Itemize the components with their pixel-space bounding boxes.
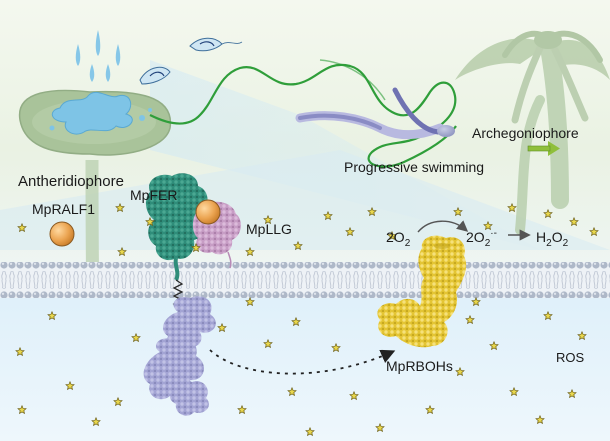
star-icon: [17, 404, 27, 415]
water-drops: [75, 30, 121, 82]
signaling-arrow: [209, 349, 396, 375]
label-mpfer: MpFER: [130, 187, 177, 203]
star-icon: [237, 404, 247, 415]
star-icon: [117, 246, 127, 257]
mprboh-enzyme: [377, 235, 467, 348]
star-icon: [465, 314, 475, 325]
reaction-arrow-superoxide: [417, 220, 469, 233]
star-icon: [113, 396, 123, 407]
star-icon: [567, 388, 577, 399]
plasma-membrane: [0, 262, 610, 298]
star-icon: [17, 222, 27, 233]
star-icon: [375, 422, 385, 433]
star-icon: [91, 416, 101, 427]
mpralf1-free-icon: [49, 221, 75, 247]
star-icon: [331, 342, 341, 353]
star-icon: [387, 230, 397, 241]
star-icon: [293, 240, 303, 251]
star-icon: [291, 316, 301, 327]
star-icon: [577, 330, 587, 341]
star-icon: [245, 246, 255, 257]
star-icon: [345, 226, 355, 237]
star-icon: [453, 206, 463, 217]
star-icon: [543, 310, 553, 321]
star-icon: [349, 390, 359, 401]
star-icon: [323, 210, 333, 221]
star-icon: [65, 380, 75, 391]
star-icon: [471, 296, 481, 307]
star-icon: [131, 332, 141, 343]
star-icon: [15, 346, 25, 357]
star-icon: [305, 426, 315, 437]
star-icon: [367, 206, 377, 217]
star-icon: [509, 386, 519, 397]
star-icon: [115, 202, 125, 213]
sperm-cells-icon: [139, 37, 243, 85]
label-antheridiophore: Antheridiophore: [18, 173, 124, 190]
label-mpralf1: MpRALF1: [32, 201, 95, 217]
star-icon: [145, 216, 155, 227]
label-mpllg: MpLLG: [246, 221, 292, 237]
star-icon: [263, 214, 273, 225]
star-icon: [287, 386, 297, 397]
star-icon: [543, 208, 553, 219]
label-progressive-swimming: Progressive swimming: [344, 159, 484, 175]
star-icon: [483, 220, 493, 231]
label-archegoniophore: Archegoniophore: [472, 125, 579, 141]
star-icon: [535, 414, 545, 425]
star-icon: [589, 226, 599, 237]
star-icon: [489, 340, 499, 351]
mpfer-kinase-domain: [143, 296, 216, 416]
cytoplasm: [0, 296, 610, 441]
sperm-swimming-icon: [295, 87, 455, 140]
star-icon: [245, 296, 255, 307]
ros-stars: [15, 202, 599, 437]
antheridiophore-plant: [18, 89, 172, 441]
star-icon: [263, 338, 273, 349]
label-mprbohs: MpRBOHs: [386, 358, 453, 374]
mpralf1-bound-icon: [195, 199, 221, 225]
star-icon: [569, 216, 579, 227]
label-ros: ROS: [556, 350, 585, 365]
star-icon: [507, 202, 517, 213]
label-reaction-h2o2: H2O2: [536, 229, 569, 249]
star-icon: [191, 242, 201, 253]
star-icon: [455, 366, 465, 377]
green-arrow-icon: [527, 141, 560, 156]
label-reaction-o2: 2O2: [386, 229, 411, 249]
star-icon: [217, 322, 227, 333]
star-icon: [425, 404, 435, 415]
label-reaction-superoxide: 2O2·-: [466, 228, 497, 249]
star-icon: [47, 310, 57, 321]
